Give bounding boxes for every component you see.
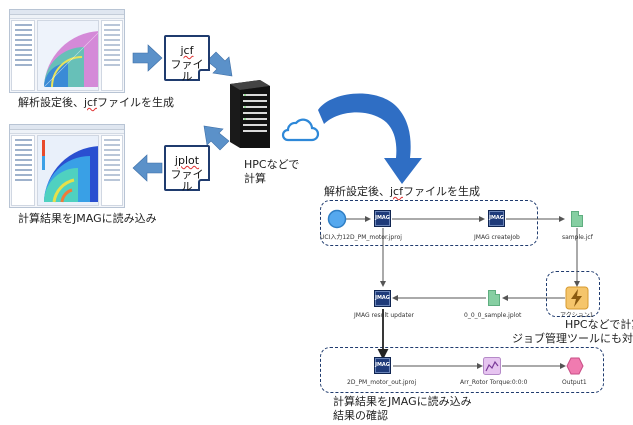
properties-panel	[101, 20, 123, 91]
node-label-result-updater: JMAG result updater	[354, 312, 414, 319]
workflow-caption-generate-jcf: 解析設定後、jcfファイルを生成	[324, 185, 480, 198]
node-label-action: アクション1	[560, 312, 594, 319]
sample-jplot-node-icon[interactable]	[488, 290, 500, 306]
action-lightning-node-icon[interactable]	[565, 286, 589, 310]
toolbar	[10, 130, 124, 134]
hpc-label-line-2: 計算	[244, 172, 266, 185]
jmag-create-node-icon[interactable]: JMAG	[374, 210, 391, 227]
note-load-results: 計算結果をJMAGに読み込み	[333, 395, 472, 408]
menubar	[10, 125, 124, 130]
jmag-designer-screenshot-1	[9, 9, 125, 93]
result-contour-view	[37, 135, 99, 206]
node-label-rotor-torque: Arr_Rotor Torque:0:0:0	[460, 379, 528, 386]
arrow-to-screenshot-2	[132, 154, 163, 182]
properties-panel	[101, 135, 123, 206]
jmag-designer-screenshot-2	[9, 124, 125, 208]
motor-mesh-image	[38, 21, 98, 90]
arrow-to-jplot	[203, 125, 230, 151]
node-label-create-job: JMAG createJob	[474, 234, 520, 241]
arrow-to-server	[206, 51, 233, 77]
node-label-motor-out: 2D_PM_motor_out.jproj	[347, 379, 417, 386]
node-label-sample-jcf: sample.jcf	[562, 234, 593, 241]
arrow-to-jcf	[132, 44, 163, 72]
menubar	[10, 10, 124, 15]
server-rack-icon	[230, 80, 270, 148]
sample-jcf-node-icon[interactable]	[571, 211, 583, 227]
jcf-file-icon: jcf ファイル	[164, 35, 210, 83]
jmag-motor-out-node-icon[interactable]: JMAG	[374, 357, 391, 374]
node-label-uci-input: UCI入力12D_PM_motor.jproj	[320, 234, 402, 241]
node-label-sample-jplot: 0_0_0_sample.jplot	[464, 312, 522, 319]
rotor-torque-graph-node-icon[interactable]	[483, 357, 501, 375]
motor-contour-image	[38, 136, 98, 205]
cloud-icon	[281, 118, 320, 142]
note-job-management: ジョブ管理ツールにも対応	[512, 332, 633, 345]
jplot-file-icon: jplot ファイル	[164, 145, 210, 193]
project-tree-panel	[11, 135, 35, 206]
results-group-box	[320, 347, 604, 393]
caption-generate-jcf: 解析設定後、jcfファイルを生成	[18, 96, 174, 109]
model-view	[37, 20, 99, 91]
project-tree-panel	[11, 20, 35, 91]
jmag-result-updater-node-icon[interactable]: JMAG	[374, 290, 391, 307]
node-label-output: Output1	[562, 379, 587, 386]
jmag-createjob-node-icon[interactable]: JMAG	[488, 210, 505, 227]
generate-group-box	[320, 200, 538, 246]
toolbar	[10, 15, 124, 19]
hpc-label-line-1: HPCなどで	[244, 158, 300, 171]
hpc-group-box	[546, 271, 600, 317]
output-hexagon-node-icon[interactable]	[566, 357, 584, 375]
caption-load-results: 計算結果をJMAGに読み込み	[18, 212, 157, 225]
start-node-icon[interactable]	[327, 209, 347, 229]
note-check-results: 結果の確認	[333, 409, 388, 422]
